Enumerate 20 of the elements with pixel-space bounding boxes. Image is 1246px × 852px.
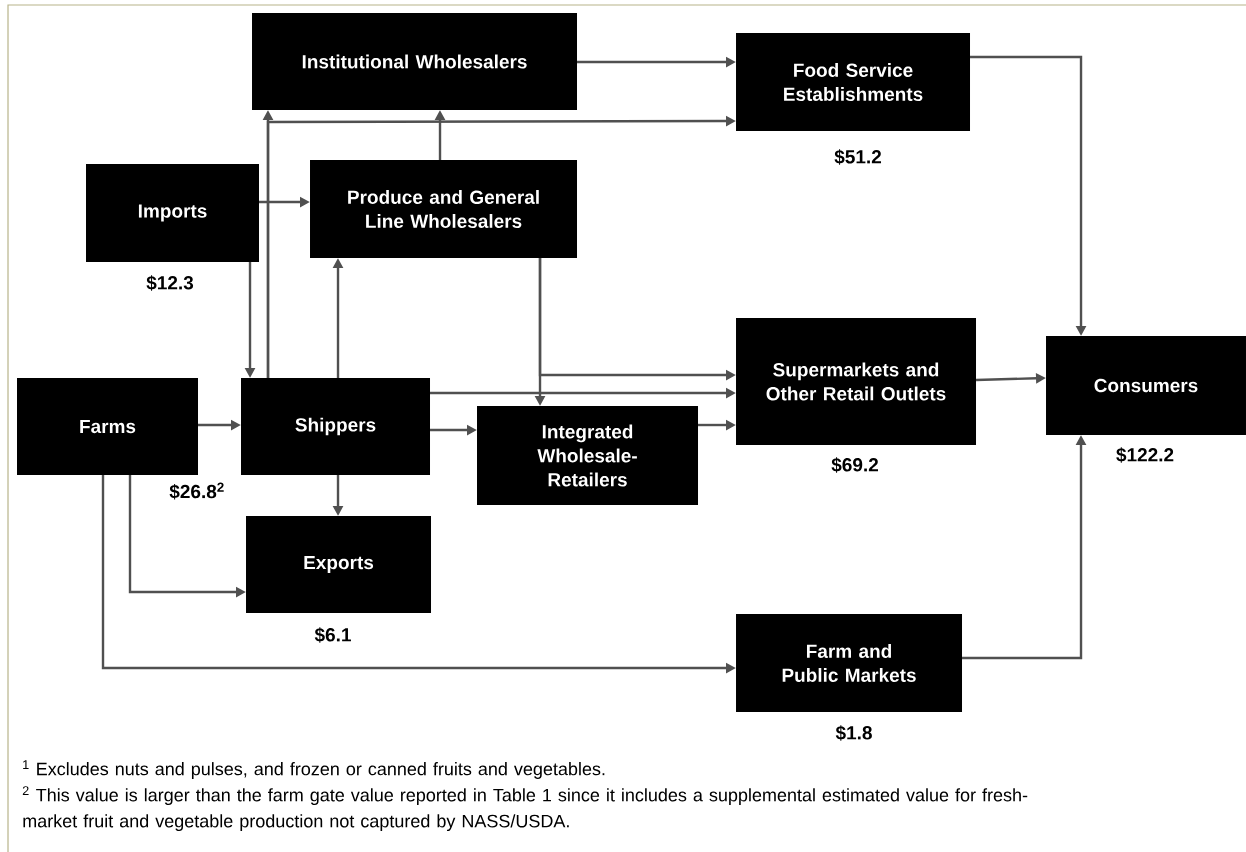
process-box: Shippers [241,378,430,475]
process-box: Supermarkets and Other Retail Outlets [736,318,976,445]
value-label: $26.8$^{2}$ [169,482,224,500]
process-box: Exports [246,516,431,613]
value-label: $1.8 [835,725,872,741]
process-box: Farms [17,378,198,475]
value-label: $69.2 [831,457,878,473]
process-box: Food Service Establishments [736,33,970,131]
process-box: Integrated Wholesale-Retailers [477,406,698,505]
value-label: $6.1 [314,627,351,643]
process-box: Produce and General Line Wholesalers [310,160,577,258]
value-label: $51.2 [834,149,881,165]
footnote: $^{2}$ This value is larger than the farm gate value reported in Table 1 since it includes a supplemental estimated value for fresh-market fruit and vegetable production not captured by NASS/USDA. [22,786,1028,831]
process-box: Consumers [1046,336,1246,435]
value-label: $122.2 [1116,447,1174,463]
value-label: $12.3 [146,275,194,291]
footnote: $^{1}$ Excludes nuts and pulses, and frozen or canned fruits and vegetables. [23,760,605,779]
process-box: Institutional Wholesalers [252,13,577,110]
process-box: Farm and Public Markets [736,614,962,712]
process-box: Imports [86,164,259,262]
